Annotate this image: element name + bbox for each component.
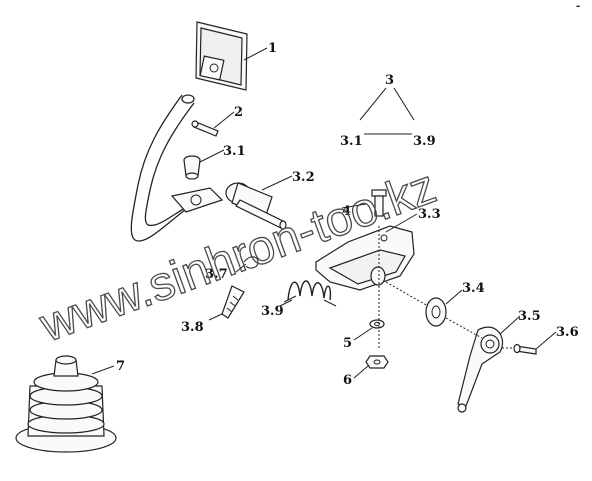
part-3-8-screw bbox=[221, 285, 245, 319]
callout-labels: 1 2 3.1 3.2 3.3 3.4 3.5 3.6 3.7 3.8 3.9 … bbox=[116, 41, 579, 388]
part-6-nut bbox=[365, 355, 389, 369]
corner-mark: - bbox=[576, 1, 580, 12]
part-3-5-lever bbox=[457, 326, 504, 413]
part-3-2-shaft bbox=[225, 182, 287, 230]
part-3-9-spring bbox=[283, 280, 337, 307]
callout-3-3: 3.3 bbox=[418, 207, 441, 222]
callout-3-6: 3.6 bbox=[556, 325, 579, 340]
callout-3-9: 3.9 bbox=[261, 304, 284, 319]
callout-5: 5 bbox=[343, 336, 352, 351]
callout-1: 1 bbox=[268, 41, 277, 56]
group-label: 3 bbox=[385, 73, 394, 88]
callout-6: 6 bbox=[343, 373, 352, 388]
callout-3-4: 3.4 bbox=[462, 281, 485, 296]
callout-7: 7 bbox=[116, 359, 125, 374]
part-7-bellows-boot bbox=[15, 355, 117, 453]
part-4-bolt bbox=[371, 189, 387, 217]
pedal-hub-plate bbox=[170, 187, 224, 213]
callout-3-8: 3.8 bbox=[181, 320, 204, 335]
callout-3-1: 3.1 bbox=[223, 144, 246, 159]
assembly-group-3: 3 3.1 3.9 bbox=[340, 73, 436, 149]
callout-3-2: 3.2 bbox=[292, 170, 315, 185]
part-3-6-pin bbox=[513, 343, 537, 355]
part-3-1-bushing bbox=[183, 155, 201, 180]
part-3-4-washer bbox=[425, 297, 447, 327]
part-5-washer bbox=[369, 319, 385, 329]
callout-3-7: 3.7 bbox=[205, 267, 228, 282]
callout-4: 4 bbox=[342, 204, 351, 219]
part-3-7-clip bbox=[243, 256, 259, 269]
pedal-lever-rod bbox=[130, 94, 195, 242]
main-bracket bbox=[315, 225, 415, 291]
callout-3-5: 3.5 bbox=[518, 309, 541, 324]
group-range-start: 3.1 bbox=[340, 134, 363, 149]
leader-lines bbox=[91, 47, 557, 379]
part-1-pedal-pad bbox=[195, 21, 248, 91]
part-2-pin bbox=[191, 120, 219, 137]
group-range-end: 3.9 bbox=[413, 134, 436, 149]
callout-2: 2 bbox=[234, 105, 243, 120]
